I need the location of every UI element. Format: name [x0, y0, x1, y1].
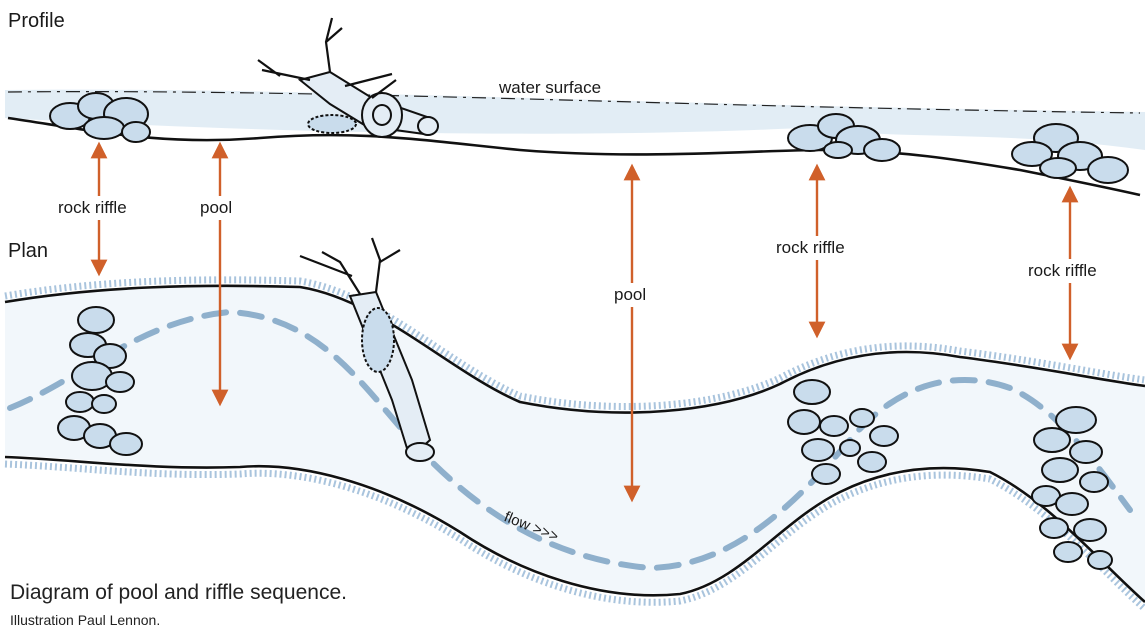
- plan-section: [5, 238, 1145, 609]
- pool-label-center: pool: [610, 283, 650, 307]
- rock-riffle-label-left: rock riffle: [54, 196, 131, 220]
- plan-heading: Plan: [8, 240, 48, 263]
- profile-section: [5, 18, 1145, 195]
- pool-label-left: pool: [196, 196, 236, 220]
- diagram-caption: Diagram of pool and riffle sequence.: [10, 581, 347, 605]
- illustration-credit: Illustration Paul Lennon.: [10, 612, 160, 628]
- rock-riffle-label-mid: rock riffle: [772, 236, 849, 260]
- water-surface-label: water surface: [495, 76, 605, 100]
- profile-heading: Profile: [8, 10, 65, 33]
- rock-riffle-label-right: rock riffle: [1024, 259, 1101, 283]
